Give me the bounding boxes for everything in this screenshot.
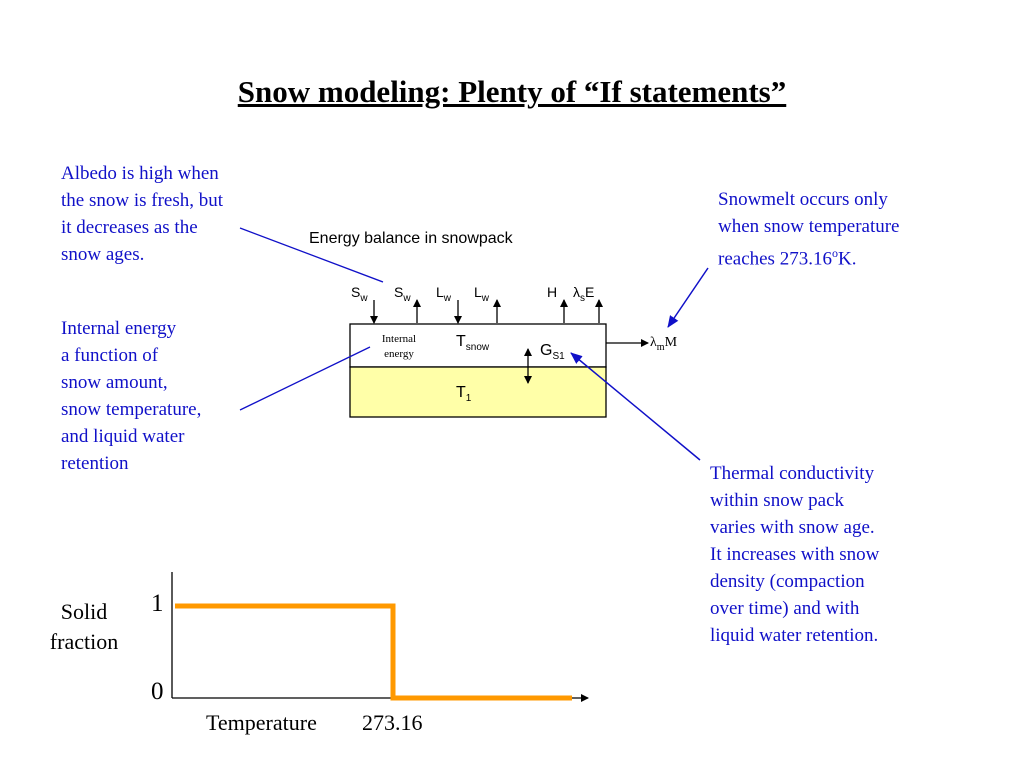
g-subscript: S1	[552, 351, 565, 363]
y-axis-label-line: Solid	[60, 599, 108, 624]
thermal-conductivity-note: Thermal conductivity within snow pack va…	[710, 460, 879, 649]
lambda-symbol: λ	[650, 335, 657, 350]
sensible-heat-label: H	[547, 284, 558, 300]
thermal-note-line: varies with snow age.	[710, 517, 875, 538]
snow-temperature-label: Tsnow	[456, 333, 489, 353]
solid-fraction-series-line	[175, 603, 572, 701]
snowmelt-note-unit: K.	[837, 248, 857, 270]
y-axis-label-line: fraction	[49, 629, 119, 654]
internal-note-line: a function of	[61, 345, 159, 366]
internal-note-line: retention	[61, 453, 129, 474]
albedo-note-line: the snow is fresh, but	[61, 190, 224, 211]
albedo-pointer-line	[239, 227, 384, 283]
temp-subscript: snow	[465, 342, 490, 354]
internal-energy-note: Internal energy a function of snow amoun…	[61, 315, 201, 477]
snowmelt-note-line: when snow temperature	[718, 216, 900, 237]
shortwave-in-label: Sw	[351, 284, 368, 304]
lower-layer-box	[349, 366, 607, 418]
snowmelt-note-text: reaches 273.16	[718, 248, 832, 270]
temp-symbol: T	[456, 333, 466, 350]
diagram-title: Energy balance in snowpack	[309, 230, 513, 247]
flux-symbol: L	[436, 284, 444, 300]
albedo-note-line: it decreases as the	[61, 217, 198, 238]
lower-layer-temperature-label: T1	[456, 384, 471, 404]
thermal-note-line: Thermal conductivity	[710, 463, 875, 484]
y-tick-label-one: 1	[151, 590, 164, 617]
flux-subscript: s	[580, 292, 585, 304]
y-tick-label-zero: 0	[151, 678, 164, 705]
thermal-note-line: liquid water retention.	[710, 625, 879, 646]
internal-note-line: Internal energy	[61, 318, 177, 339]
evaporation-symbol: E	[585, 284, 595, 300]
internal-note-line: snow amount,	[61, 372, 168, 393]
flux-symbol: S	[394, 284, 404, 300]
flux-subscript: w	[443, 292, 452, 304]
degree-superscript: o	[831, 246, 838, 260]
shortwave-out-label: Sw	[394, 284, 411, 304]
longwave-out-label: Lw	[474, 284, 489, 304]
thermal-note-line: within snow pack	[710, 490, 845, 511]
ground-heat-label: GS1	[540, 342, 565, 362]
page-title: Snow modeling: Plenty of “If statements”	[237, 74, 787, 109]
internal-energy-label: Internal energy	[368, 332, 430, 362]
x-axis-label: Temperature	[206, 710, 317, 735]
flux-symbol: L	[474, 284, 482, 300]
thermal-pointer-arrow	[570, 352, 701, 461]
temp-symbol: T	[456, 384, 466, 401]
g-symbol: G	[540, 342, 553, 359]
thermal-note-line: It increases with snow	[710, 544, 880, 565]
internal-energy-label-line: Internal	[381, 333, 417, 345]
albedo-note-line: snow ages.	[61, 244, 145, 265]
internal-energy-pointer-line	[239, 346, 371, 411]
albedo-note: Albedo is high when the snow is fresh, b…	[61, 160, 223, 268]
snowmelt-note-line: Snowmelt occurs only	[718, 189, 888, 210]
melt-subscript: m	[656, 341, 665, 353]
thermal-note-line: density (compaction	[710, 571, 865, 592]
snowmelt-pointer-arrow	[667, 267, 709, 328]
flux-subscript: w	[481, 292, 490, 304]
albedo-note-line: Albedo is high when	[61, 163, 219, 184]
x-tick-label: 273.16	[362, 710, 423, 735]
internal-energy-label-line: energy	[384, 348, 414, 360]
internal-note-line: and liquid water	[61, 426, 185, 447]
thermal-note-line: over time) and with	[710, 598, 860, 619]
temp-subscript: 1	[465, 393, 472, 405]
flux-symbol: S	[351, 284, 361, 300]
lambda-symbol: λ	[573, 284, 580, 300]
flux-subscript: w	[403, 292, 411, 304]
snowmelt-note-line: reaches 273.16oK.	[718, 240, 900, 272]
snow-layer-box	[349, 323, 607, 368]
internal-note-line: snow temperature,	[61, 399, 202, 420]
longwave-in-label: Lw	[436, 284, 451, 304]
snowmelt-note: Snowmelt occurs only when snow temperatu…	[718, 186, 900, 272]
melt-symbol: M	[664, 335, 678, 350]
y-axis-label: Solid fraction	[38, 597, 130, 657]
latent-heat-label: λsE	[573, 284, 594, 304]
melt-flux-label: λmM	[650, 335, 677, 353]
flux-subscript: w	[360, 292, 368, 304]
